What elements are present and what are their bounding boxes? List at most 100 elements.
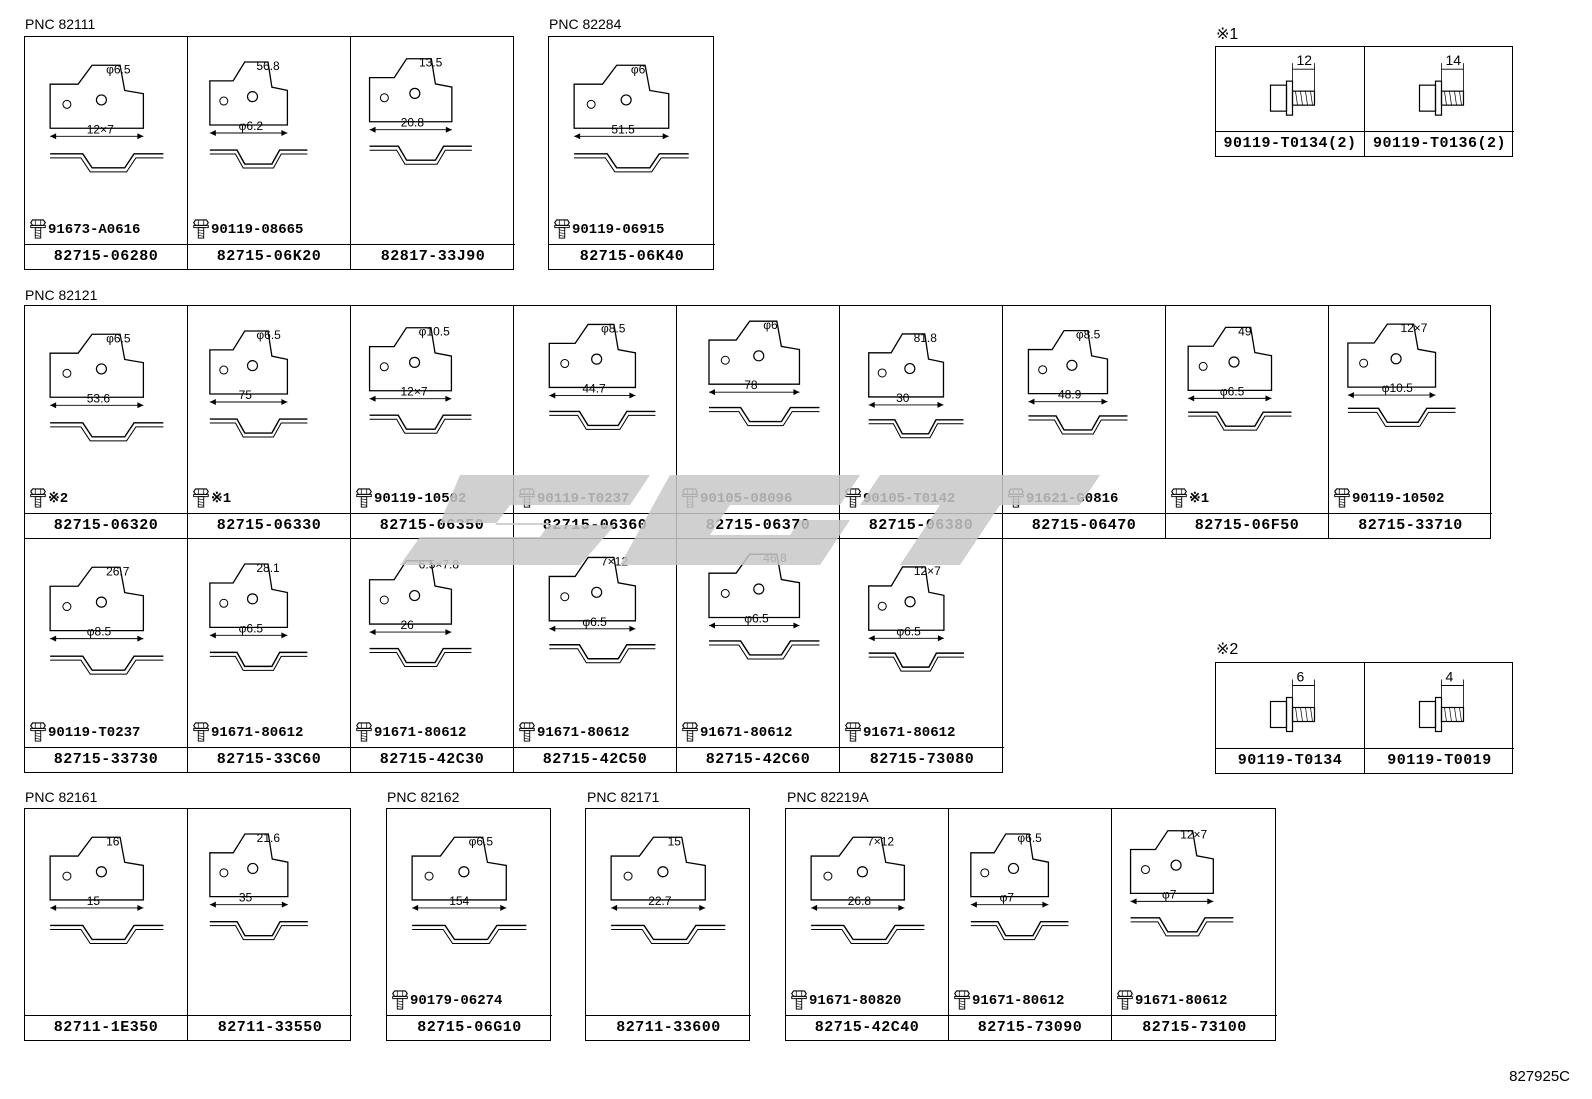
fastener-callout[interactable]: 91671-80612 — [355, 722, 466, 744]
part-number[interactable]: 82715-06330 — [188, 513, 350, 538]
part-number[interactable]: 82715-06320 — [25, 513, 187, 538]
part-number[interactable]: 82715-06470 — [1003, 513, 1165, 538]
part-cell[interactable]: 49 φ6.5 ※1 82715-06F50 — [1166, 306, 1329, 538]
part-drawing: 81.830 — [868, 331, 964, 439]
part-drawing: 6 — [1269, 669, 1316, 733]
cell-dim-0: φ6.5 — [1017, 831, 1042, 845]
fastener-callout[interactable]: 90179-06274 — [391, 990, 502, 1012]
part-number[interactable]: 82715-06F50 — [1166, 513, 1328, 538]
part-number[interactable]: 90119-T0134 — [1216, 748, 1364, 773]
part-number[interactable]: 82711-1E350 — [25, 1015, 187, 1040]
fastener-callout[interactable]: 91671-80612 — [681, 722, 792, 744]
fastener-callout[interactable]: 90119-08665 — [192, 219, 303, 241]
part-number[interactable]: 82715-73080 — [840, 747, 1004, 772]
cell-dim-0: 12×7 — [1400, 321, 1427, 335]
fastener-callout[interactable]: 91671-80612 — [192, 722, 303, 744]
bolt-length-dim: 4 — [1446, 669, 1454, 685]
fastener-callout[interactable]: 91671-80612 — [518, 722, 629, 744]
hex-flange-bolt-icon — [1333, 488, 1351, 508]
part-number[interactable]: 82715-73100 — [1112, 1015, 1277, 1040]
cell-dim-1: 154 — [449, 894, 469, 908]
note2-table: 6 90119-T0134 4 90119-T0019 — [1215, 662, 1514, 774]
cell-dim-0: φ6.5 — [256, 328, 281, 342]
cell-dim-0: 15 — [668, 834, 682, 848]
fastener-callout[interactable]: ※1 — [1170, 488, 1209, 510]
fastener-part-number: 90119-10502 — [374, 491, 467, 507]
part-number[interactable]: 90119-T0134(2) — [1216, 131, 1364, 156]
fastener-callout[interactable]: 91671-80612 — [953, 990, 1064, 1012]
part-number[interactable]: 82715-42C40 — [786, 1015, 948, 1040]
part-number[interactable]: 82715-06370 — [677, 513, 839, 538]
part-number[interactable]: 90119-T0019 — [1365, 748, 1514, 773]
fastener-callout[interactable]: 90119-06915 — [553, 219, 664, 241]
part-drawing: φ6.512×7 — [49, 62, 164, 173]
cell-dim-0: φ6 — [631, 62, 646, 76]
part-number[interactable]: 82711-33550 — [188, 1015, 352, 1040]
part-cell[interactable]: 4 90119-T0019 — [1365, 663, 1514, 773]
fastener-callout[interactable]: 91671-80612 — [844, 722, 955, 744]
fastener-callout[interactable]: 91671-80820 — [790, 990, 901, 1012]
cell-dim-1: 20.8 — [401, 116, 425, 130]
part-number[interactable]: 82715-33C60 — [188, 747, 350, 772]
part-drawing: 12×7φ7 — [1129, 828, 1234, 937]
fastener-callout[interactable]: ※1 — [192, 488, 231, 510]
part-number[interactable]: 82715-06280 — [25, 244, 187, 269]
part-number[interactable]: 82715-06G10 — [387, 1015, 552, 1040]
hex-flange-bolt-icon — [355, 722, 373, 742]
part-number[interactable]: 82711-33600 — [586, 1015, 751, 1040]
cell-dim-0: 49 — [1238, 324, 1252, 338]
part-number[interactable]: 82715-73090 — [949, 1015, 1111, 1040]
part-number[interactable]: 82715-42C60 — [677, 747, 839, 772]
fastener-callout[interactable]: 90119-10502 — [355, 488, 466, 510]
part-number[interactable]: 82715-42C50 — [514, 747, 676, 772]
part-number[interactable]: 90119-T0136(2) — [1365, 131, 1514, 156]
fastener-callout[interactable]: 90119-10502 — [1333, 488, 1444, 510]
part-number[interactable]: 82715-06K20 — [188, 244, 350, 269]
part-number[interactable]: 82715-06K40 — [549, 244, 715, 269]
part-number[interactable]: 82715-42C30 — [351, 747, 513, 772]
part-drawing: 4 — [1418, 669, 1465, 733]
cell-dim-1: φ6.5 — [1220, 384, 1245, 398]
cell-dim-0: 12×7 — [914, 564, 941, 578]
part-drawing: φ6.553.6 — [49, 331, 164, 442]
fastener-part-number: 91671-80612 — [1135, 993, 1228, 1009]
fastener-callout[interactable]: 91671-80612 — [1116, 990, 1227, 1012]
part-number[interactable]: 82715-33730 — [25, 747, 187, 772]
fastener-callout[interactable]: 90119-T0237 — [29, 722, 140, 744]
fastener-callout[interactable]: 91673-A0616 — [29, 219, 140, 241]
part-number[interactable]: 82715-33710 — [1329, 513, 1492, 538]
part-cell[interactable]: 6 90119-T0134 — [1216, 663, 1365, 773]
fastener-callout[interactable]: ※2 — [29, 488, 68, 510]
diagram-id: 827925C — [1509, 1068, 1570, 1085]
part-number[interactable]: 82817-33J90 — [351, 244, 515, 269]
